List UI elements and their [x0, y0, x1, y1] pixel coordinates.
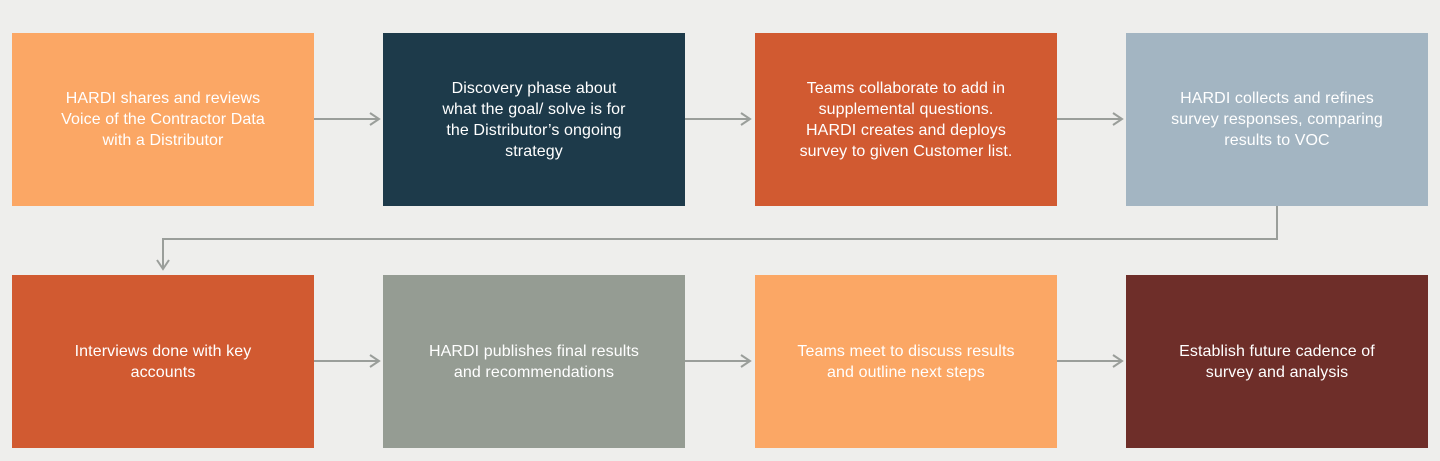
step-8-box: Establish future cadence of survey and a… — [1126, 275, 1428, 448]
step-1-text: HARDI shares and reviews Voice of the Co… — [61, 90, 265, 149]
step-4-box: HARDI collects and refines survey respon… — [1126, 33, 1428, 206]
step-3-text: Teams collaborate to add in supplemental… — [799, 79, 1013, 160]
step-2-text: Discovery phase about what the goal/ sol… — [442, 79, 626, 160]
step-2-box: Discovery phase about what the goal/ sol… — [383, 33, 685, 206]
step-5-box: Interviews done with key accounts — [12, 275, 314, 448]
arrow-step4-to-step5 — [156, 206, 1278, 271]
step-4-text: HARDI collects and refines survey respon… — [1171, 90, 1383, 149]
step-3-box: Teams collaborate to add in supplemental… — [755, 33, 1057, 206]
step-6-text: HARDI publishes final results and recomm… — [428, 342, 640, 381]
step-6-box: HARDI publishes final results and recomm… — [383, 275, 685, 448]
step-7-text: Teams meet to discuss results and outlin… — [797, 342, 1015, 381]
step-5-text: Interviews done with key accounts — [74, 342, 252, 381]
step-8-text: Establish future cadence of survey and a… — [1179, 342, 1375, 381]
step-7-box: Teams meet to discuss results and outlin… — [755, 275, 1057, 448]
step-1-box: HARDI shares and reviews Voice of the Co… — [12, 33, 314, 206]
